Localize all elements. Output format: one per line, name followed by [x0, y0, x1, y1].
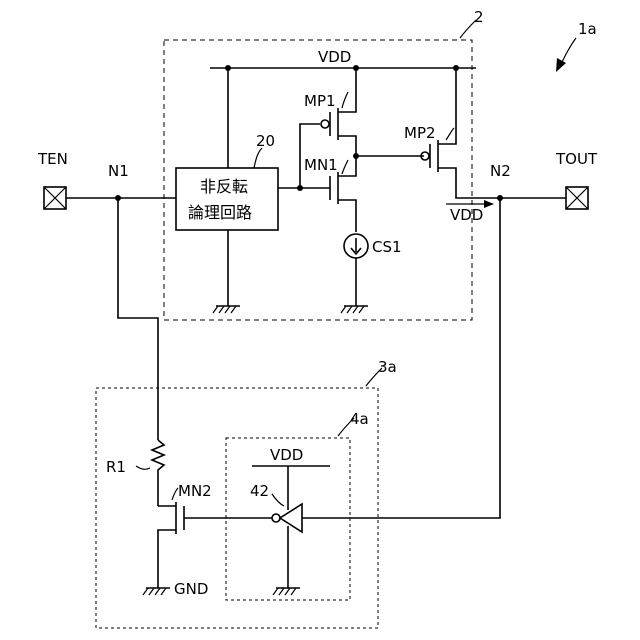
n2-label: N2: [490, 162, 511, 180]
buf-ref-leader: [254, 148, 262, 168]
inv-ref-label: 42: [250, 482, 269, 500]
ground-symbol-mn2: [143, 588, 170, 595]
gnd-label: GND: [174, 580, 208, 598]
ten-label: TEN: [37, 150, 68, 168]
cs1-current-source: [344, 234, 368, 258]
block-2-label: 2: [474, 8, 484, 26]
wire-n1-r1: [118, 198, 158, 440]
buf-ref-label: 20: [256, 132, 275, 150]
tout-label: TOUT: [555, 150, 598, 168]
mn2-transistor: [158, 494, 184, 588]
buf-line1: 非反転: [200, 177, 248, 196]
tout-terminal: [566, 187, 588, 209]
mn2-label: MN2: [178, 482, 212, 500]
mp1-transistor: [321, 68, 356, 156]
block-3a-label: 3a: [378, 358, 397, 376]
inverter-42: [272, 504, 302, 532]
ground-symbol-cs1: [341, 306, 368, 313]
ground-symbol-inverter: [273, 588, 300, 595]
mp2-label: MP2: [404, 124, 436, 142]
block-4a-label: 4a: [350, 410, 369, 428]
ten-terminal: [44, 187, 66, 209]
r1-resistor: [152, 440, 164, 494]
mp1-label: MP1: [304, 92, 336, 110]
cs1-label: CS1: [372, 238, 402, 256]
fig-ref-arrowhead: [556, 58, 566, 72]
block-3a-boundary: [96, 388, 378, 628]
vdd-n2-label: VDD: [450, 206, 483, 224]
vdd-top-label: VDD: [318, 48, 351, 66]
ground-symbol-buffer: [213, 306, 240, 313]
r1-label: R1: [106, 458, 126, 476]
vdd-inv-label: VDD: [270, 446, 303, 464]
mn1-label: MN1: [304, 156, 338, 174]
buf-line2: 論理回路: [188, 203, 252, 222]
n1-label: N1: [108, 162, 129, 180]
fig-ref-label: 1a: [578, 20, 597, 38]
